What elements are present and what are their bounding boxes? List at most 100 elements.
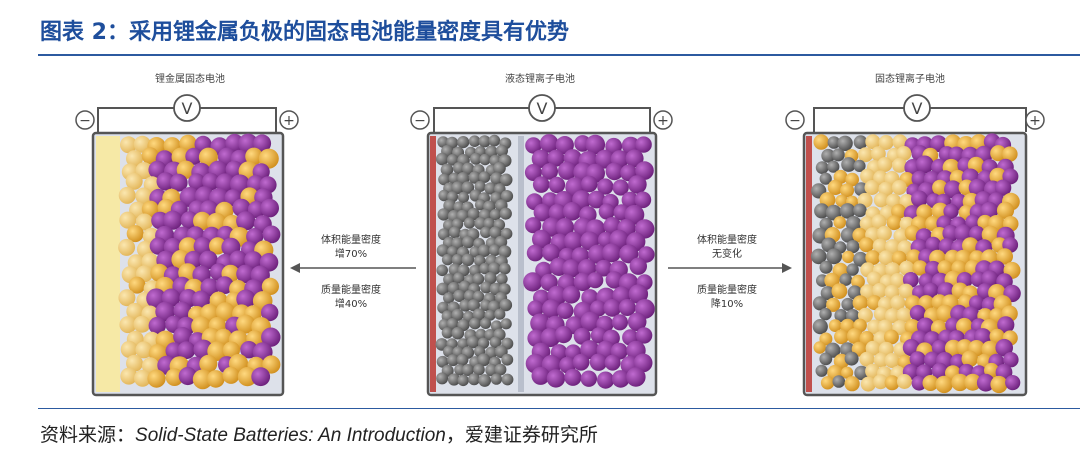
particle — [475, 328, 487, 340]
particle — [877, 157, 893, 172]
particle — [499, 298, 513, 312]
particle — [119, 211, 137, 229]
particle — [819, 352, 833, 366]
particle — [562, 285, 581, 304]
particle — [261, 327, 281, 347]
particle — [873, 192, 889, 208]
particle — [500, 318, 512, 330]
particle — [871, 214, 887, 230]
particle — [815, 364, 828, 377]
particle — [883, 329, 899, 345]
particle — [603, 299, 622, 317]
particle — [854, 365, 869, 381]
particle — [562, 202, 582, 221]
particle — [262, 355, 281, 374]
particle — [478, 374, 492, 387]
particle — [884, 375, 900, 391]
particle — [489, 336, 502, 349]
cell-caption-lithium-metal: 锂金属固态电池 — [155, 74, 225, 85]
particle — [501, 353, 514, 366]
particle — [237, 367, 257, 387]
particle — [541, 163, 558, 180]
particle — [853, 135, 868, 150]
particle — [484, 309, 496, 321]
particle — [826, 297, 841, 312]
particle — [839, 273, 853, 286]
left-volume-label: 体积能量密度 — [321, 235, 381, 246]
particle — [499, 173, 513, 187]
particle — [580, 340, 600, 360]
particle — [821, 148, 836, 163]
particle — [820, 376, 835, 390]
particle — [885, 239, 900, 255]
cell3-minus-icon — [785, 110, 805, 130]
particle — [128, 276, 146, 294]
particle — [948, 146, 965, 163]
particle — [899, 260, 915, 276]
particle — [612, 179, 629, 196]
particle — [479, 262, 491, 275]
particle — [852, 295, 868, 311]
particle — [120, 367, 138, 385]
particle — [435, 152, 449, 166]
particle — [141, 147, 159, 165]
particle — [253, 134, 272, 153]
particle — [468, 373, 481, 386]
particle — [542, 243, 560, 262]
particle — [996, 201, 1015, 219]
particle — [873, 374, 889, 390]
particle — [625, 149, 644, 168]
particle — [896, 307, 912, 323]
source-line: 资料来源：Solid-State Batteries: An Introduct… — [40, 420, 598, 447]
particle — [173, 301, 192, 320]
particle — [466, 335, 480, 349]
particle — [490, 172, 503, 185]
particle — [185, 147, 203, 165]
particle — [477, 353, 491, 367]
particle — [458, 280, 472, 293]
particle — [909, 351, 926, 368]
particle — [844, 351, 859, 366]
particle — [215, 173, 235, 193]
particle — [141, 200, 159, 218]
particle — [148, 316, 166, 335]
cell2-plus-icon — [653, 110, 673, 130]
particle — [942, 224, 960, 242]
source-prefix: 资料来源： — [40, 424, 136, 446]
particle — [173, 327, 193, 346]
particle — [931, 339, 948, 356]
particle — [587, 272, 604, 289]
particle — [463, 217, 476, 229]
particle — [932, 179, 948, 196]
particle — [892, 134, 908, 150]
particle — [820, 286, 835, 301]
source-suffix: ，爱建证券研究所 — [445, 424, 598, 446]
particle — [532, 229, 551, 249]
particle — [834, 309, 848, 322]
particle — [126, 354, 143, 372]
particle — [964, 373, 982, 391]
cell1-minus-icon — [75, 110, 95, 130]
particle — [872, 238, 888, 254]
particle — [457, 338, 469, 350]
particle — [133, 315, 151, 333]
particle — [896, 374, 912, 389]
particle — [468, 135, 481, 147]
particle — [229, 250, 248, 269]
particle — [453, 272, 465, 284]
particle — [853, 203, 867, 218]
particle — [860, 376, 876, 392]
left-mass-value: 增40% — [334, 299, 368, 310]
particle — [474, 180, 486, 192]
particle — [990, 375, 1008, 394]
right-arrow-head-icon — [782, 263, 792, 273]
particle — [981, 270, 999, 288]
particle — [951, 373, 969, 392]
particle — [448, 172, 461, 185]
cell3-plus-icon — [1025, 110, 1045, 130]
particle — [531, 366, 550, 385]
particle — [496, 273, 508, 285]
particle — [498, 245, 512, 259]
particle — [462, 235, 475, 249]
particle — [846, 263, 859, 276]
